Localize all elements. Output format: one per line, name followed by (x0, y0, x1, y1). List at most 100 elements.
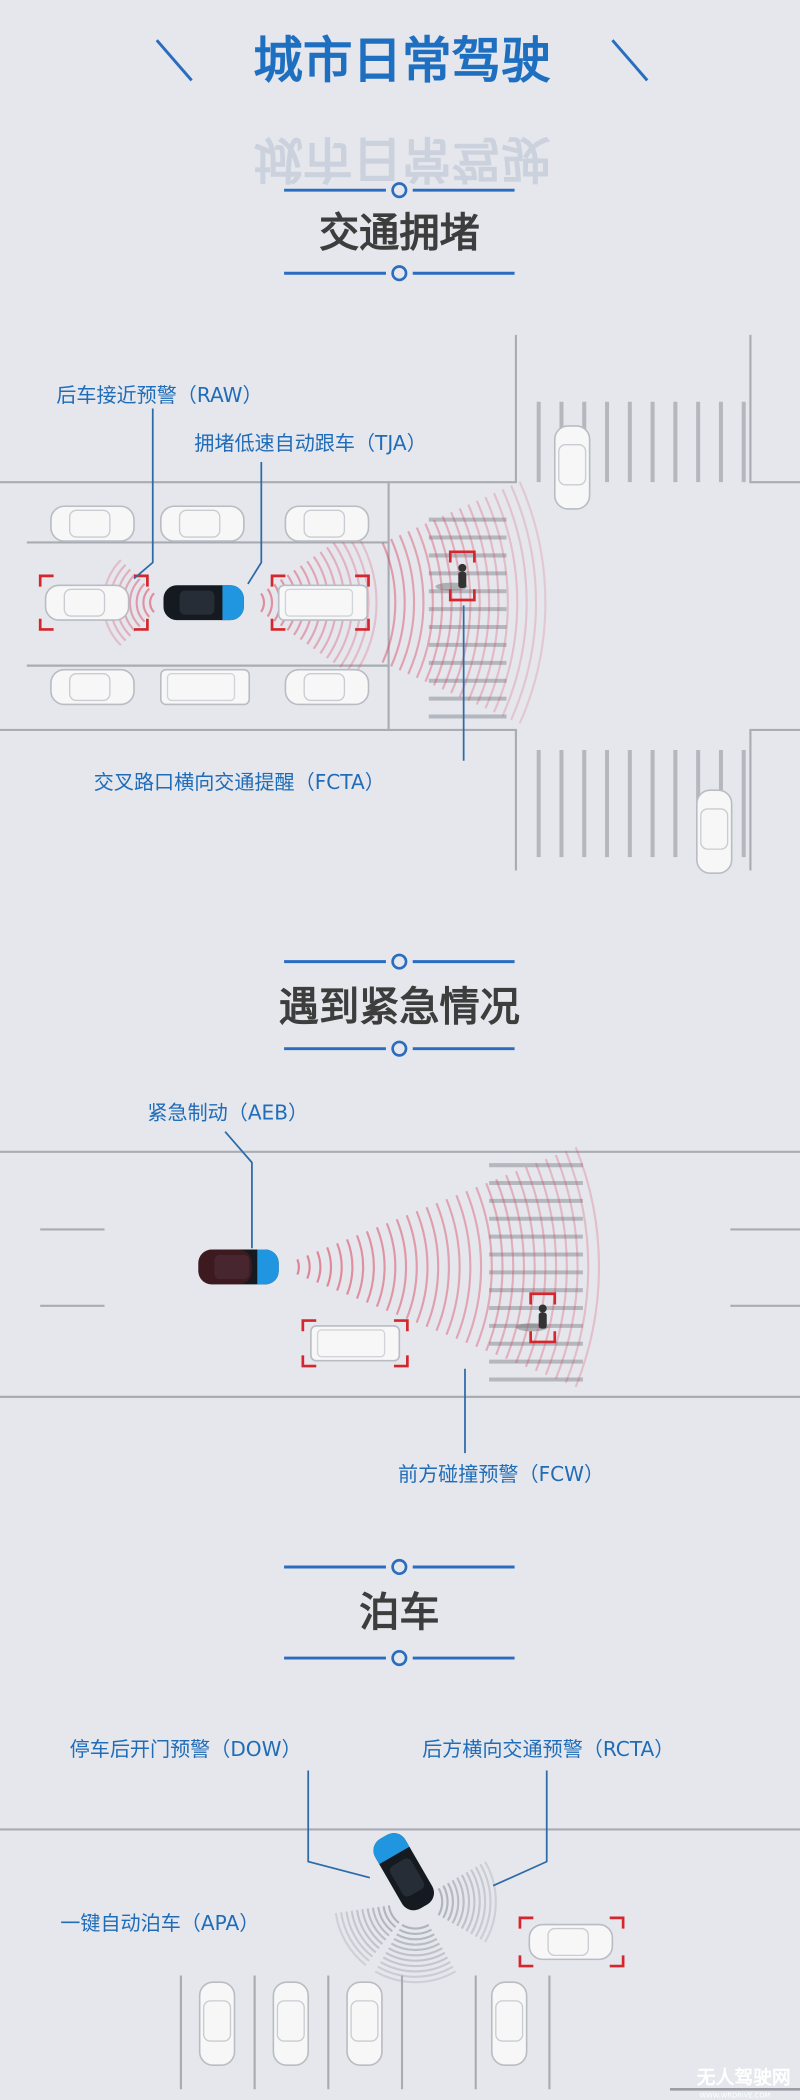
label-tja: 拥堵低速自动跟车（TJA） (194, 431, 426, 455)
leader-line-raw (133, 408, 154, 580)
radar-waves (102, 481, 547, 725)
radar-arc (451, 1879, 460, 1924)
radar-arc (470, 1869, 481, 1935)
main-title: 城市日常驾驶 (253, 32, 551, 90)
radar-arc (518, 481, 547, 725)
radar-arc (396, 1933, 435, 1941)
rear-car (44, 584, 130, 621)
radar-arc (475, 500, 500, 705)
ego-car-parking (368, 1828, 439, 1916)
radar-arc (465, 1871, 476, 1932)
radar-arc (465, 1190, 483, 1344)
radar-arc (425, 1206, 440, 1328)
detection-bracket-rcta (518, 1916, 625, 1968)
label-fcta: 交叉路口横向交通提醒（FCTA） (94, 770, 385, 794)
parked-car (284, 505, 370, 542)
radar-arc (484, 1861, 497, 1943)
radar-arc (554, 1154, 579, 1380)
radar-arc (390, 538, 406, 667)
radar-arc (435, 1202, 450, 1332)
radar-arc (544, 1158, 568, 1376)
parked-car (272, 1981, 310, 2066)
parked-car (490, 1981, 528, 2066)
taxi (553, 425, 591, 510)
radar-arc (495, 1178, 515, 1356)
title-slash-right (611, 39, 649, 82)
crossing-car (528, 1923, 614, 1961)
radar-arc (355, 1909, 380, 1950)
radar-arc (306, 1255, 311, 1279)
radar-arc (316, 1251, 322, 1283)
radar-arc (479, 1863, 492, 1940)
radar-arc (510, 485, 538, 721)
detection-bracket-van (301, 1319, 409, 1368)
watermark-name: 无人驾驶网 (697, 2066, 791, 2089)
radar-arc (446, 1882, 455, 1922)
radar-arc (149, 592, 155, 613)
label-aeb: 紧急制动（AEB） (147, 1101, 308, 1125)
radar-arc (350, 1910, 377, 1954)
parked-car (284, 668, 370, 706)
radar-arc (405, 1214, 418, 1320)
radar-arc (390, 1942, 441, 1951)
crosswalk-stripes (489, 1163, 583, 1382)
radar-arc (336, 1242, 343, 1291)
radar-arc (382, 1906, 397, 1928)
radar-arc (395, 1218, 408, 1316)
watermark-url: WWW.WRDRIVE.COM (699, 2091, 770, 2099)
label-dow: 停车后开门预警（DOW） (70, 1737, 302, 1761)
radar-waves (296, 1146, 600, 1388)
radar-arc (387, 1905, 400, 1924)
section-heading: 遇到紧急情况 (279, 985, 520, 1031)
radar-arc (388, 1947, 443, 1957)
radar-arc (346, 1238, 354, 1295)
heading-divider-bottom (284, 1650, 515, 1667)
detection-bracket-pedestrian (529, 1292, 557, 1344)
road-layout (0, 1828, 800, 2090)
radar-arc (385, 1951, 446, 1962)
radar-arc (441, 515, 462, 690)
section-parking: 泊车 停车后开门预警（DOW） 后方横向交通预警（RCTA） 一键自动泊车（AP… (0, 1558, 800, 2090)
radar-arc (474, 1866, 487, 1938)
radar-arc (374, 1970, 457, 1984)
radar-arc (340, 1912, 370, 1962)
parked-car (198, 1981, 236, 2066)
radar-arc (564, 1150, 590, 1384)
radar-arc (415, 527, 434, 679)
radar-arc (393, 1937, 438, 1946)
leader-line-aeb (224, 1131, 253, 1249)
leader-line-tja (247, 462, 263, 585)
radar-arc (266, 588, 274, 618)
radar-arc (458, 508, 481, 698)
heading-divider-bottom (284, 265, 515, 282)
radar-arc (398, 534, 416, 671)
title-slash-left (155, 39, 193, 82)
radar-arc (382, 1956, 449, 1968)
radar-arc (455, 1194, 472, 1340)
parked-car (346, 1981, 383, 2066)
heading-divider-top (284, 182, 515, 199)
radar-arc (445, 1198, 461, 1336)
label-rcta: 后方横向交通预警（RCTA） (422, 1737, 674, 1761)
ego-car (163, 585, 244, 621)
radar-arc (128, 578, 141, 628)
radar-arc (456, 1877, 465, 1927)
label-fcw: 前方碰撞预警（FCW） (398, 1462, 604, 1486)
label-apa: 一键自动泊车（APA） (60, 1911, 259, 1935)
radar-arc (377, 1906, 393, 1933)
radar-arc (260, 592, 266, 613)
radar-arc (142, 587, 151, 618)
front-van (277, 584, 368, 621)
section-traffic-jam: 交通拥堵 后车接近预警（RAW） 拥堵低速自动跟车（TJA） 交叉路口横向交通提… (0, 182, 800, 875)
detection-bracket-front (270, 574, 370, 631)
radar-arc (385, 1222, 397, 1312)
radar-arc (450, 511, 472, 694)
radar-arc (505, 1174, 525, 1360)
watermark-logo: 无人驾驶网 WWW.WRDRIVE.COM (670, 2066, 800, 2099)
radar-arc (484, 496, 509, 709)
section-heading: 泊车 (359, 1590, 439, 1636)
parked-van (159, 668, 251, 706)
detection-bracket-rear (38, 574, 149, 631)
radar-arc (475, 1186, 493, 1348)
